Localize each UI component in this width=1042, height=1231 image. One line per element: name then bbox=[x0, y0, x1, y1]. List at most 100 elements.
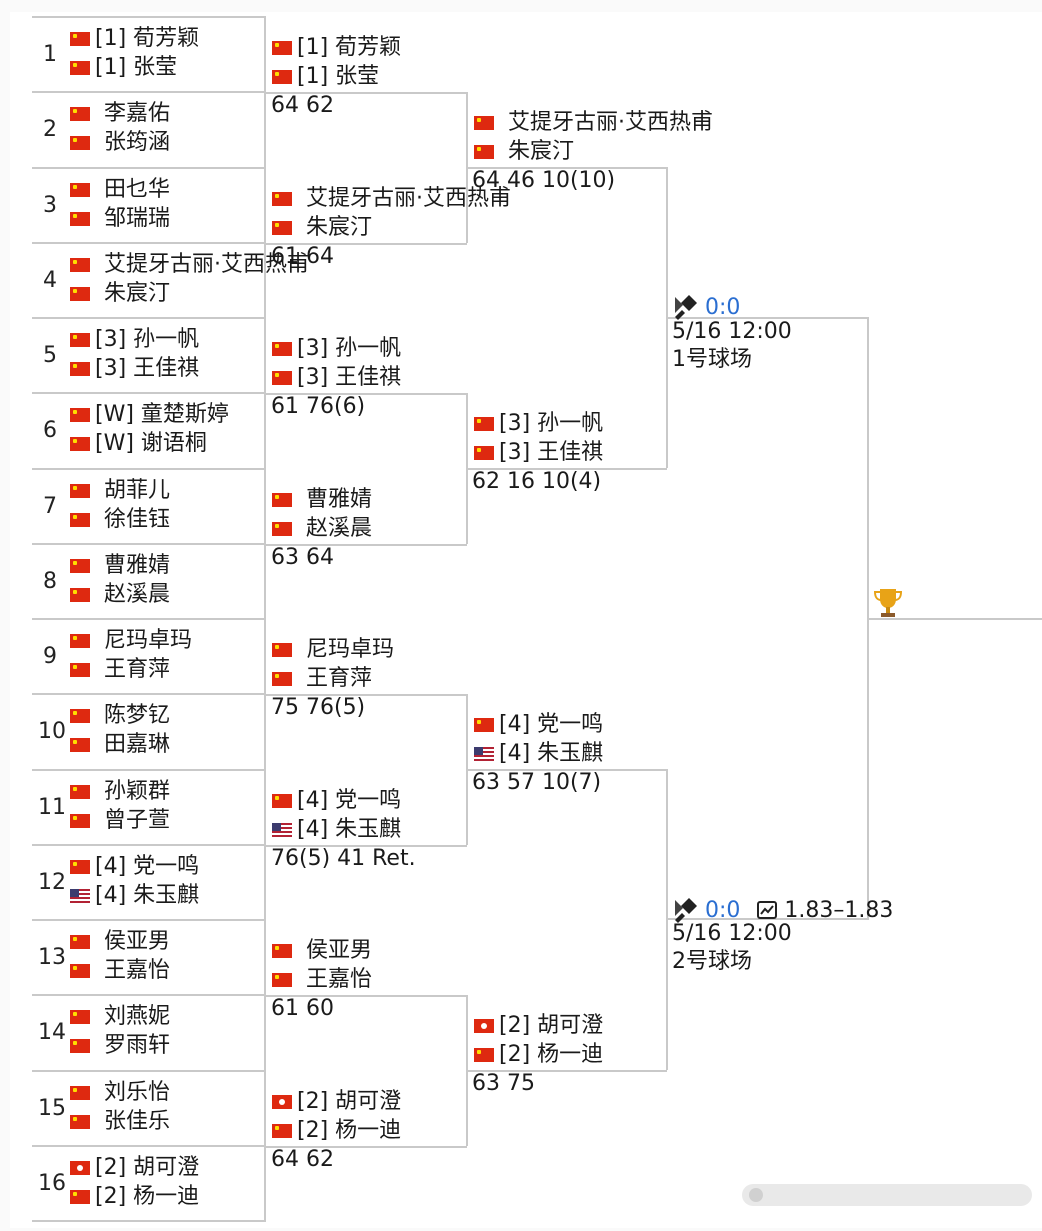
r1-team-7-player-2[interactable]: 徐佳钰 bbox=[104, 506, 171, 532]
r2-team-4-player-2[interactable]: 赵溪晨 bbox=[306, 515, 373, 541]
r1-team-6-player-1[interactable]: [W] 童楚斯婷 bbox=[95, 402, 229, 428]
r1-team-5-player-1[interactable]: [3] 孙一帆 bbox=[95, 327, 200, 352]
r3-team-2-player-2[interactable]: [3] 王佳祺 bbox=[499, 440, 604, 465]
r1-team-16-player-2[interactable]: [2] 杨一迪 bbox=[95, 1183, 200, 1209]
hk-flag-icon bbox=[474, 1019, 494, 1033]
r1-team-8-player-2[interactable]: 赵溪晨 bbox=[104, 581, 171, 607]
r1-team-13-player-1[interactable]: 侯亚男 bbox=[104, 929, 171, 954]
r2-team-8-player-1[interactable]: [2] 胡可澄 bbox=[297, 1088, 402, 1114]
r2-top-line bbox=[266, 543, 467, 546]
r1-team-2-player-1[interactable]: 李嘉佑 bbox=[104, 101, 171, 127]
cn-flag-icon bbox=[70, 333, 90, 347]
r1-team-2-player-2[interactable]: 张筠涵 bbox=[104, 130, 171, 156]
us-flag-icon bbox=[70, 888, 90, 903]
r1-team-10-player-1[interactable]: 陈梦钇 bbox=[104, 703, 171, 729]
r1-team-8-player-1[interactable]: 曹雅婧 bbox=[104, 552, 171, 578]
r1-team-16-player-1[interactable]: [2] 胡可澄 bbox=[95, 1154, 200, 1180]
r1-divider bbox=[32, 693, 266, 696]
final-line bbox=[869, 618, 1042, 620]
cn-flag-icon bbox=[70, 107, 90, 122]
watermark-bar bbox=[742, 1184, 1032, 1206]
cn-flag-icon bbox=[272, 371, 292, 385]
r2-team-2-player-2[interactable]: 朱宸汀 bbox=[306, 214, 373, 240]
r1-team-15-player-1[interactable]: 刘乐怡 bbox=[104, 1079, 171, 1105]
r1-team-1-player-2[interactable]: [1] 张莹 bbox=[95, 55, 178, 80]
r2-team-7-player-2[interactable]: 王嘉怡 bbox=[306, 967, 373, 992]
r3-team-2-player-1[interactable]: [3] 孙一帆 bbox=[499, 411, 604, 436]
r2-team-3-player-1[interactable]: [3] 孙一帆 bbox=[297, 336, 402, 361]
cn-flag-icon bbox=[272, 220, 292, 235]
r1-team-10-player-2[interactable]: 田嘉琳 bbox=[104, 732, 171, 758]
draw-position-number: 11 bbox=[38, 794, 66, 820]
r1-divider bbox=[32, 241, 266, 244]
r2-team-4-player-1[interactable]: 曹雅婧 bbox=[306, 486, 373, 512]
draw-position-number: 13 bbox=[38, 945, 66, 970]
r3-top-line bbox=[466, 167, 667, 169]
r1-team-11-player-2[interactable]: 曾子萱 bbox=[104, 807, 171, 833]
r1-team-14-player-1[interactable]: 刘燕妮 bbox=[104, 1004, 171, 1030]
hk-flag-icon bbox=[70, 1160, 90, 1175]
us-flag-icon bbox=[474, 747, 494, 761]
r1-team-7-player-1[interactable]: 胡菲儿 bbox=[104, 477, 171, 503]
r2-team-6-player-2[interactable]: [4] 朱玉麒 bbox=[297, 816, 402, 842]
cn-flag-icon bbox=[70, 61, 90, 75]
draw-position-number: 8 bbox=[43, 568, 57, 594]
r1-divider bbox=[32, 1220, 266, 1222]
cn-flag-icon bbox=[272, 672, 292, 686]
r3-team-1-player-1[interactable]: 艾提牙古丽·艾西热甫 bbox=[508, 110, 713, 135]
r1-team-11-player-1[interactable]: 孙颖群 bbox=[104, 778, 171, 804]
draw-position-number: 12 bbox=[38, 869, 66, 895]
r2-team-6-player-1[interactable]: [4] 党一鸣 bbox=[297, 787, 402, 813]
r1-team-15-player-2[interactable]: 张佳乐 bbox=[104, 1108, 171, 1134]
r2-team-1-player-1[interactable]: [1] 荀芳颖 bbox=[297, 35, 402, 60]
r1-team-1-player-1[interactable]: [1] 荀芳颖 bbox=[95, 26, 200, 51]
r1-team-4-player-1[interactable]: 艾提牙古丽·艾西热甫 bbox=[104, 251, 309, 277]
bracket-card bbox=[10, 12, 1042, 1228]
r1-team-4-player-2[interactable]: 朱宸汀 bbox=[104, 280, 171, 306]
r3-team-1-player-2[interactable]: 朱宸汀 bbox=[508, 139, 575, 164]
r2-top-line bbox=[266, 242, 467, 245]
r2-top-line bbox=[266, 92, 467, 94]
cn-flag-icon bbox=[70, 437, 90, 452]
r1-team-3-player-1[interactable]: 田乜华 bbox=[104, 176, 171, 202]
r3-team-3-player-2[interactable]: [4] 朱玉麒 bbox=[499, 741, 604, 766]
r2-team-5-player-2[interactable]: 王育萍 bbox=[306, 666, 373, 691]
r1-team-9-player-1[interactable]: 尼玛卓玛 bbox=[104, 628, 193, 653]
r3-team-4-player-1[interactable]: [2] 胡可澄 bbox=[499, 1013, 604, 1038]
r1-team-3-player-2[interactable]: 邹瑞瑞 bbox=[104, 205, 171, 231]
r1-team-6-player-2[interactable]: [W] 谢语桐 bbox=[95, 431, 207, 457]
r3-team-4-player-2[interactable]: [2] 杨一迪 bbox=[499, 1042, 604, 1067]
r2-match-5-score: 75 76(5) bbox=[271, 695, 366, 720]
cn-flag-icon bbox=[70, 211, 90, 226]
semifinal-2-header[interactable]: 0:0 1.83–1.83 bbox=[672, 891, 893, 925]
r1-divider bbox=[32, 919, 266, 921]
semifinal-2-live-score[interactable]: 0:0 bbox=[705, 898, 741, 923]
semifinal-1-header[interactable]: 0:0 bbox=[672, 288, 740, 322]
cn-flag-icon bbox=[70, 587, 90, 602]
r1-team-12-player-1[interactable]: [4] 党一鸣 bbox=[95, 853, 200, 879]
r2-team-8-player-2[interactable]: [2] 杨一迪 bbox=[297, 1117, 402, 1143]
draw-position-number: 5 bbox=[43, 343, 57, 368]
semifinal-2-odds[interactable]: 1.83–1.83 bbox=[784, 898, 894, 923]
semifinal-1-time: 5/16 12:00 bbox=[672, 319, 792, 344]
r1-team-12-player-2[interactable]: [4] 朱玉麒 bbox=[95, 882, 200, 908]
cn-flag-icon bbox=[272, 41, 292, 55]
r1-team-14-player-2[interactable]: 罗雨轩 bbox=[104, 1033, 171, 1059]
r2-team-1-player-2[interactable]: [1] 张莹 bbox=[297, 64, 380, 89]
cn-flag-icon bbox=[272, 944, 292, 958]
r2-team-2-player-1[interactable]: 艾提牙古丽·艾西热甫 bbox=[306, 185, 511, 211]
draw-position-number: 7 bbox=[43, 493, 57, 519]
r2-team-5-player-1[interactable]: 尼玛卓玛 bbox=[306, 637, 395, 662]
r1-team-5-player-2[interactable]: [3] 王佳祺 bbox=[95, 356, 200, 381]
r2-match-3-score: 61 76(6) bbox=[271, 394, 366, 419]
r1-team-13-player-2[interactable]: 王嘉怡 bbox=[104, 958, 171, 983]
r2-team-3-player-2[interactable]: [3] 王佳祺 bbox=[297, 365, 402, 390]
r3-team-3-player-1[interactable]: [4] 党一鸣 bbox=[499, 712, 604, 737]
trophy-icon bbox=[873, 589, 903, 617]
r1-team-9-player-2[interactable]: 王育萍 bbox=[104, 657, 171, 682]
r2-team-7-player-1[interactable]: 侯亚男 bbox=[306, 938, 373, 963]
cn-flag-icon bbox=[474, 446, 494, 460]
semifinal-1-live-score[interactable]: 0:0 bbox=[705, 295, 741, 320]
r3-match-2-score: 62 16 10(4) bbox=[472, 469, 602, 494]
cn-flag-icon bbox=[70, 512, 90, 527]
